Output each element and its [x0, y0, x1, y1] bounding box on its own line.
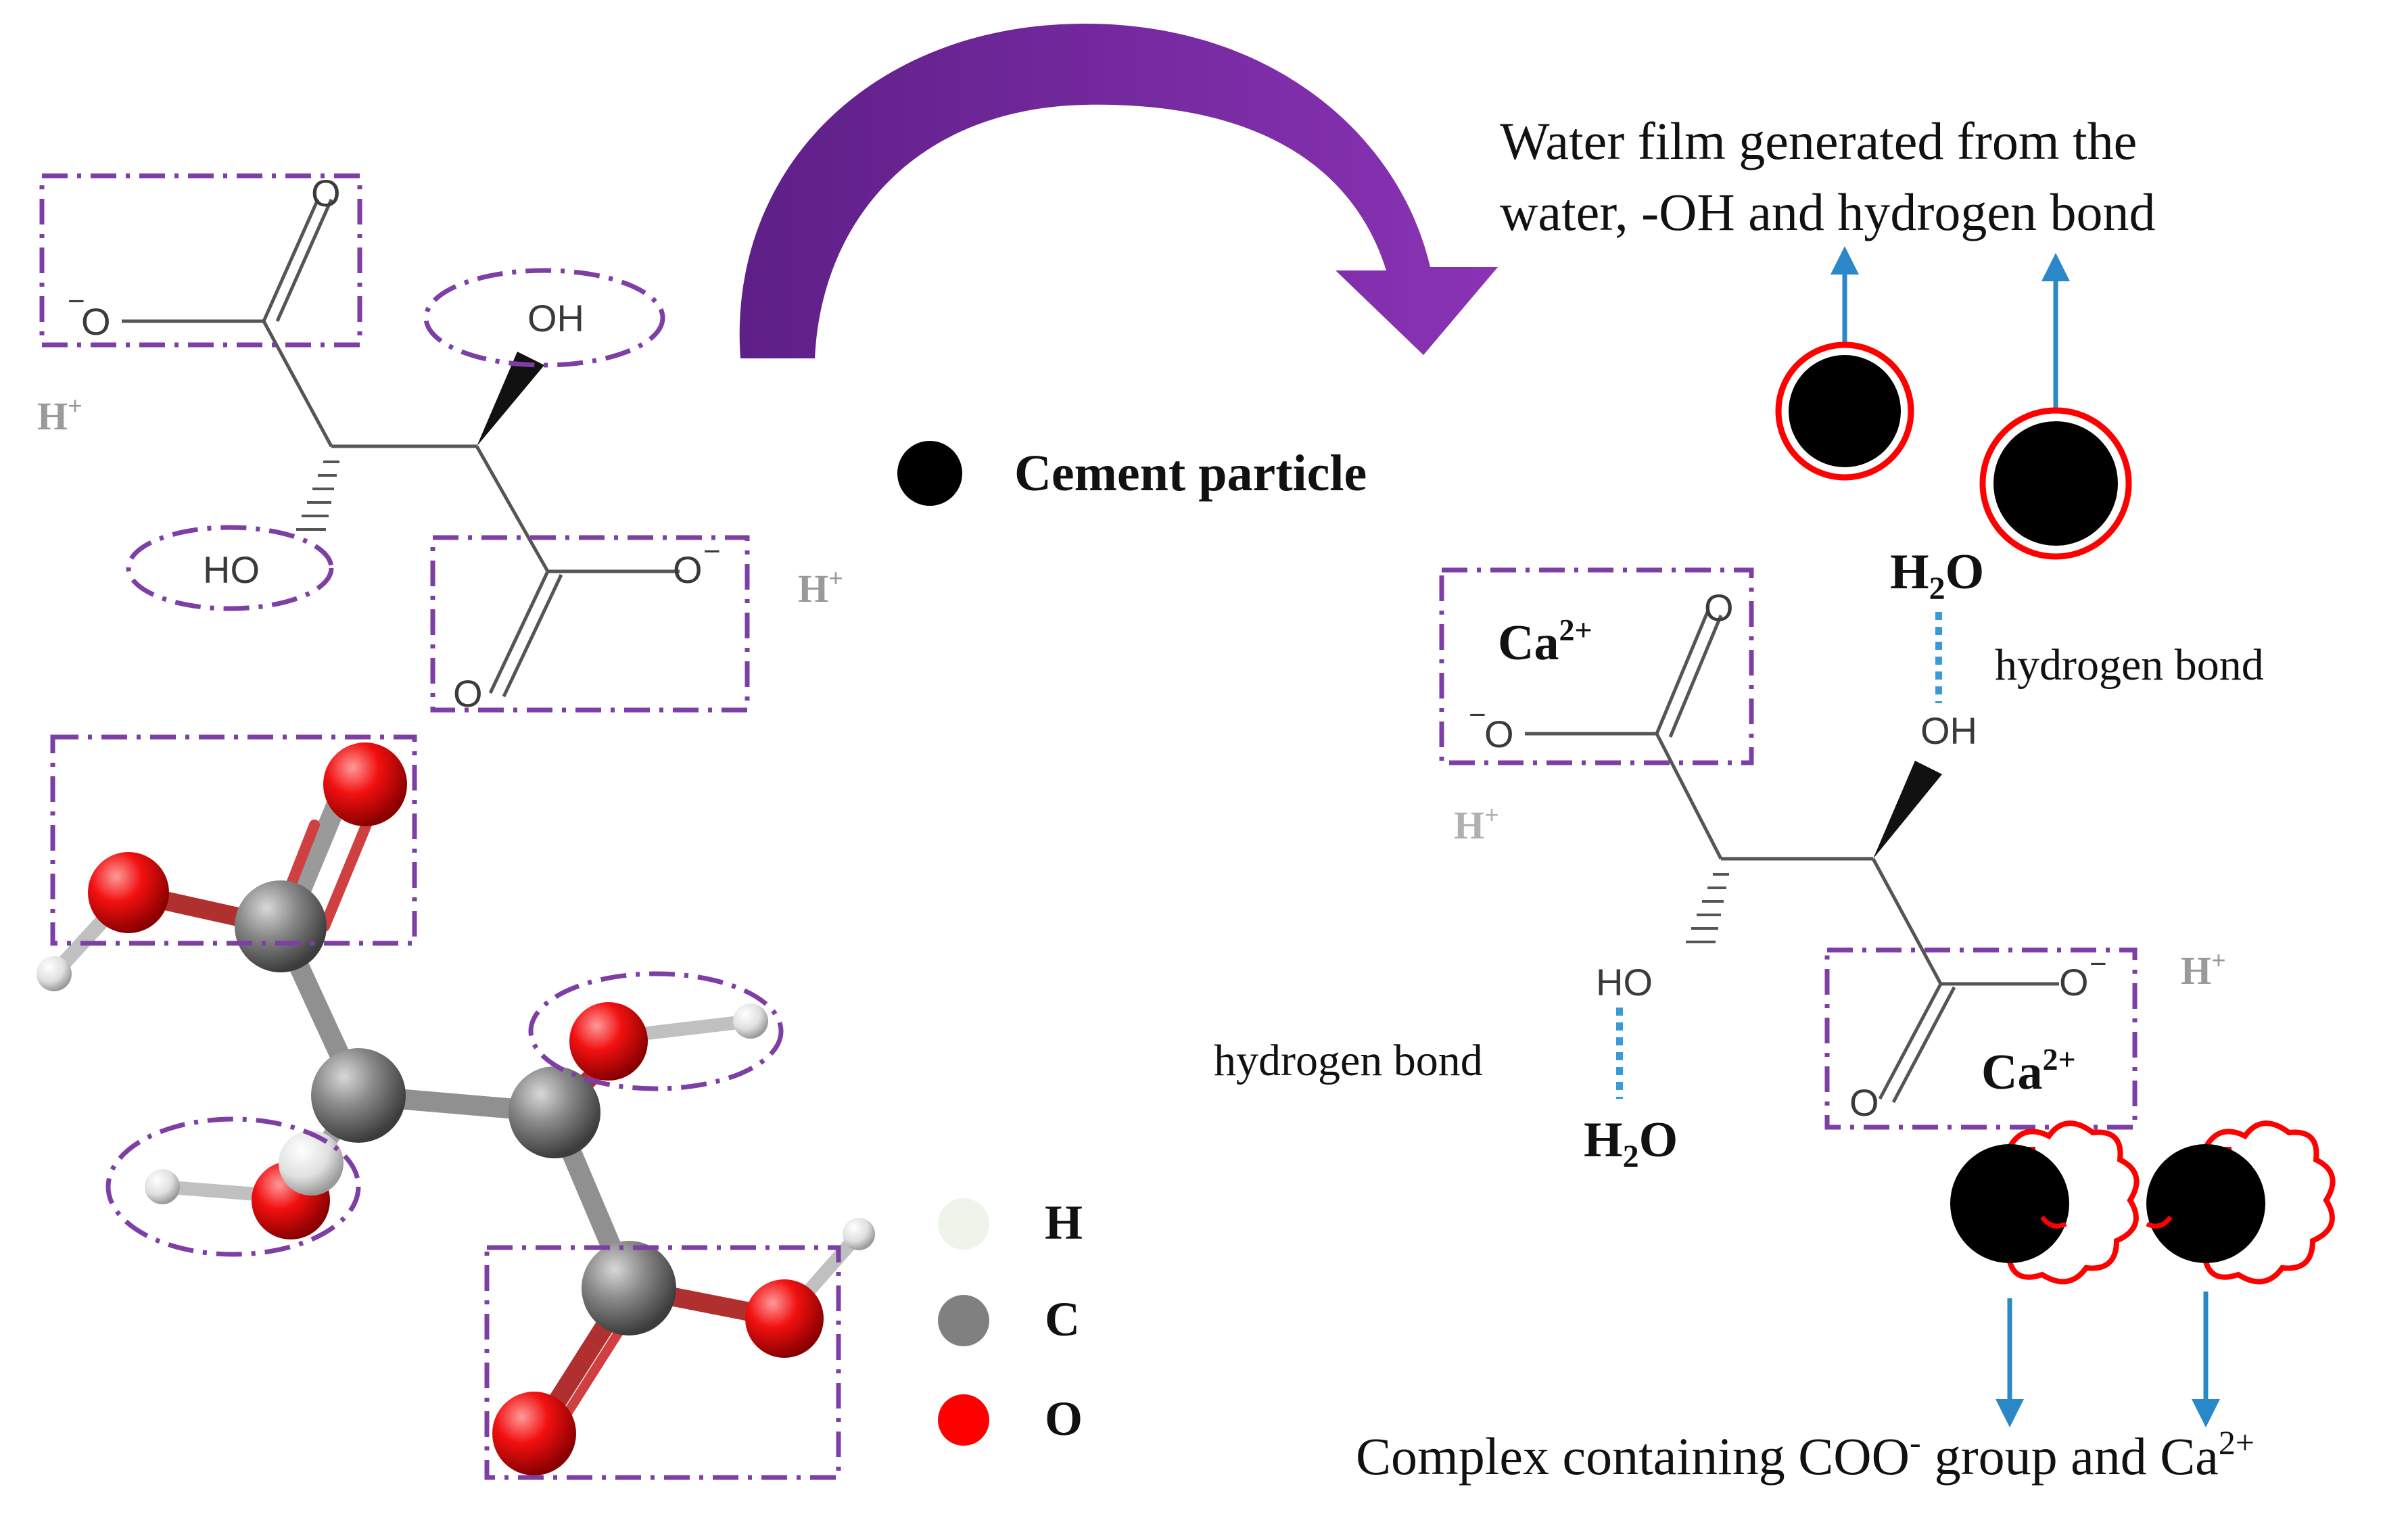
hash-bond	[296, 460, 339, 531]
cement-particle-with-water-film	[1993, 421, 2118, 546]
atom-label-o-minus: O	[2059, 961, 2089, 1003]
cement-particle-with-water-film	[1789, 355, 1901, 467]
skeletal-structure-top-left	[122, 198, 680, 698]
hash-bond	[1686, 873, 1729, 943]
legend-c-swatch	[938, 1295, 989, 1346]
cement-particle-icon	[897, 441, 962, 506]
legend-o-label: O	[1045, 1392, 1083, 1446]
water-film-line2: water, -OH and hydrogen bond	[1500, 183, 2155, 241]
hydrogen-bond-label: hydrogen bond	[1214, 1036, 1483, 1085]
h-plus-label: H+	[2181, 947, 2226, 993]
water-film-particles	[1775, 246, 2132, 560]
cement-particle-label: Cement particle	[1014, 445, 1367, 502]
atom-label-o-minus: O	[81, 300, 111, 343]
group-markers-top-left	[39, 173, 750, 713]
calcium-ion-label: Ca2+	[1498, 613, 1592, 671]
ball-and-stick-model	[37, 742, 875, 1475]
calcium-ion-label: Ca2+	[1981, 1042, 2076, 1100]
cement-particle-with-complex	[2146, 1120, 2336, 1427]
atom-label-o: O	[311, 172, 341, 214]
group-markers-model	[50, 734, 841, 1480]
reaction-arrow	[739, 24, 1498, 358]
water-film-caption: Water film generated from the water, -OH…	[1500, 112, 2155, 241]
complexed-particles	[1950, 1120, 2336, 1427]
atom-label-o: O	[1704, 586, 1734, 629]
water-film-line1: Water film generated from the	[1500, 112, 2137, 170]
h-plus-label: H+	[1454, 801, 1499, 847]
atom-label-o: O	[1849, 1081, 1879, 1124]
legend-o-swatch	[938, 1394, 989, 1446]
wedge-bond	[477, 352, 544, 446]
group-markers-right	[1439, 567, 2138, 1130]
wedge-bond	[1873, 761, 1942, 859]
h-plus-label: H+	[37, 392, 82, 438]
atom-label-o-minus: O	[1484, 713, 1514, 755]
h-plus-label: H+	[798, 565, 843, 611]
charge-minus: −	[1469, 699, 1486, 732]
charge-minus: −	[68, 285, 85, 318]
atom-legend: H C O	[938, 1196, 1083, 1446]
cement-particle-key: Cement particle	[897, 441, 1367, 506]
atom-label-oh: OH	[1920, 709, 1977, 752]
atom-label-o-minus: O	[673, 548, 703, 591]
skeletal-structure-right	[1525, 611, 2059, 1104]
water-molecule-label: H2O	[1890, 544, 1984, 607]
cement-particle-with-complex	[1950, 1120, 2140, 1427]
legend-h-label: H	[1045, 1196, 1083, 1250]
charge-minus: −	[2090, 947, 2107, 980]
atom-label-ho: HO	[203, 548, 260, 591]
complex-caption: Complex containing COO-group and Ca2+	[1356, 1423, 2254, 1486]
atom-label-ho: HO	[1596, 961, 1653, 1003]
charge-minus: −	[703, 535, 721, 568]
legend-c-label: C	[1045, 1292, 1080, 1346]
legend-h-swatch	[938, 1198, 989, 1250]
hydrogen-bond-label: hydrogen bond	[1995, 640, 2264, 690]
water-molecule-label: H2O	[1584, 1112, 1678, 1175]
atom-label-oh: OH	[527, 297, 584, 339]
